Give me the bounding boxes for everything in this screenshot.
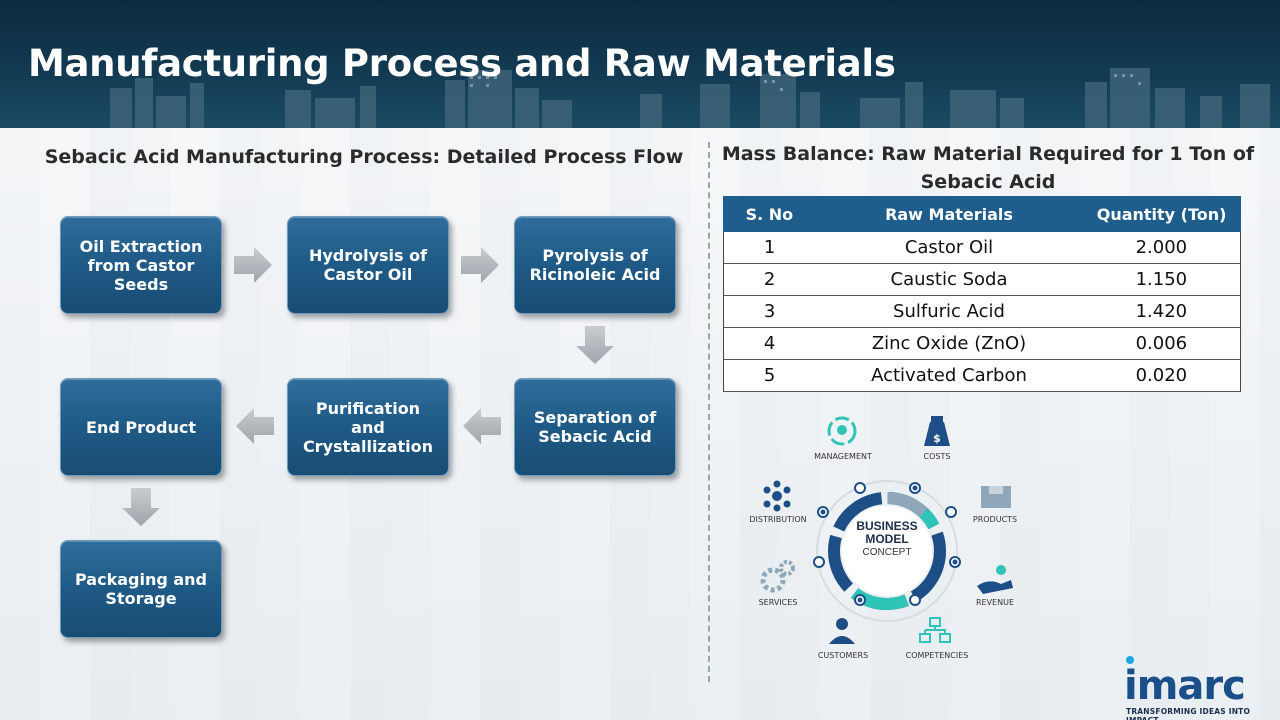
- cell-sno: 3: [723, 295, 816, 328]
- revenue-icon: [977, 565, 1013, 594]
- svg-text:$: $: [933, 432, 941, 445]
- arrow-right-icon: [461, 247, 499, 283]
- cell-quantity: 0.020: [1082, 359, 1241, 392]
- cell-material: Caustic Soda: [815, 263, 1083, 296]
- business-model-center: BUSINESS MODEL CONCEPT: [849, 520, 925, 559]
- cell-quantity: 1.150: [1082, 263, 1241, 296]
- cell-material: Activated Carbon: [815, 359, 1083, 392]
- label-competencies: COMPETENCIES: [905, 651, 969, 660]
- customers-icon: [829, 618, 855, 644]
- label-products: PRODUCTS: [972, 515, 1018, 524]
- costs-icon: $: [924, 416, 950, 446]
- mass-balance-title: Mass Balance: Raw Material Required for …: [721, 143, 1255, 193]
- section-divider: [708, 142, 710, 682]
- table-row: 2 Caustic Soda 1.150: [723, 263, 1241, 296]
- header-banner: Manufacturing Process and Raw Materials: [0, 0, 1280, 128]
- imarc-logo: imarc: [1124, 663, 1246, 709]
- products-icon: [981, 486, 1011, 508]
- process-flow-title: Sebacic Acid Manufacturing Process: Deta…: [44, 146, 684, 168]
- table-row: 5 Activated Carbon 0.020: [723, 359, 1241, 392]
- step-packaging: Packaging and Storage: [60, 540, 222, 638]
- page-title: Manufacturing Process and Raw Materials: [28, 42, 896, 85]
- cell-quantity: 1.420: [1082, 295, 1241, 328]
- step-end-product: End Product: [60, 378, 222, 476]
- logo-dot-icon: [1126, 656, 1134, 664]
- cell-material: Zinc Oxide (ZnO): [815, 327, 1083, 360]
- arrow-right-icon: [234, 247, 272, 283]
- step-hydrolysis: Hydrolysis of Castor Oil: [287, 216, 449, 314]
- label-customers: CUSTOMERS: [817, 651, 869, 660]
- center-line-2: MODEL: [865, 532, 909, 546]
- step-oil-extraction: Oil Extraction from Castor Seeds: [60, 216, 222, 314]
- label-costs: COSTS: [923, 452, 951, 461]
- label-distribution: DISTRIBUTION: [749, 515, 807, 524]
- table-row: 4 Zinc Oxide (ZnO) 0.006: [723, 327, 1241, 360]
- arrow-down-icon: [576, 326, 614, 364]
- arrow-left-icon: [236, 408, 274, 444]
- cell-quantity: 2.000: [1082, 231, 1241, 264]
- label-management: MANAGEMENT: [814, 452, 872, 461]
- management-icon: [827, 416, 857, 446]
- distribution-icon: [763, 480, 791, 512]
- table-row: 1 Castor Oil 2.000: [723, 231, 1241, 264]
- cell-material: Sulfuric Acid: [815, 295, 1083, 328]
- cell-material: Castor Oil: [815, 231, 1083, 264]
- cell-sno: 2: [723, 263, 816, 296]
- step-pyrolysis: Pyrolysis of Ricinoleic Acid: [514, 216, 676, 314]
- center-line-3: CONCEPT: [862, 547, 912, 558]
- step-separation: Separation of Sebacic Acid: [514, 378, 676, 476]
- arrow-left-icon: [463, 408, 501, 444]
- mass-balance-table: S. No Raw Materials Quantity (Ton) 1 Cas…: [723, 196, 1241, 392]
- competencies-icon: [919, 617, 951, 643]
- cell-sno: 5: [723, 359, 816, 392]
- services-icon: [760, 560, 795, 593]
- table-header-row: S. No Raw Materials Quantity (Ton): [723, 196, 1241, 232]
- cell-sno: 4: [723, 327, 816, 360]
- city-skyline-decoration: [110, 68, 1270, 128]
- logo-tagline: TRANSFORMING IDEAS INTO IMPACT: [1126, 707, 1251, 720]
- column-header-material: Raw Materials: [814, 196, 1084, 232]
- business-model-diagram: $: [760, 416, 1013, 644]
- column-header-quantity: Quantity (Ton): [1082, 196, 1241, 232]
- step-purification: Purification and Crystallization: [287, 378, 449, 476]
- label-services: SERVICES: [758, 598, 798, 607]
- cell-sno: 1: [723, 231, 816, 264]
- arrow-down-icon: [122, 488, 160, 526]
- column-header-sno: S. No: [723, 196, 816, 232]
- center-line-1: BUSINESS: [856, 519, 918, 533]
- cell-quantity: 0.006: [1082, 327, 1241, 360]
- label-revenue: REVENUE: [975, 598, 1015, 607]
- table-row: 3 Sulfuric Acid 1.420: [723, 295, 1241, 328]
